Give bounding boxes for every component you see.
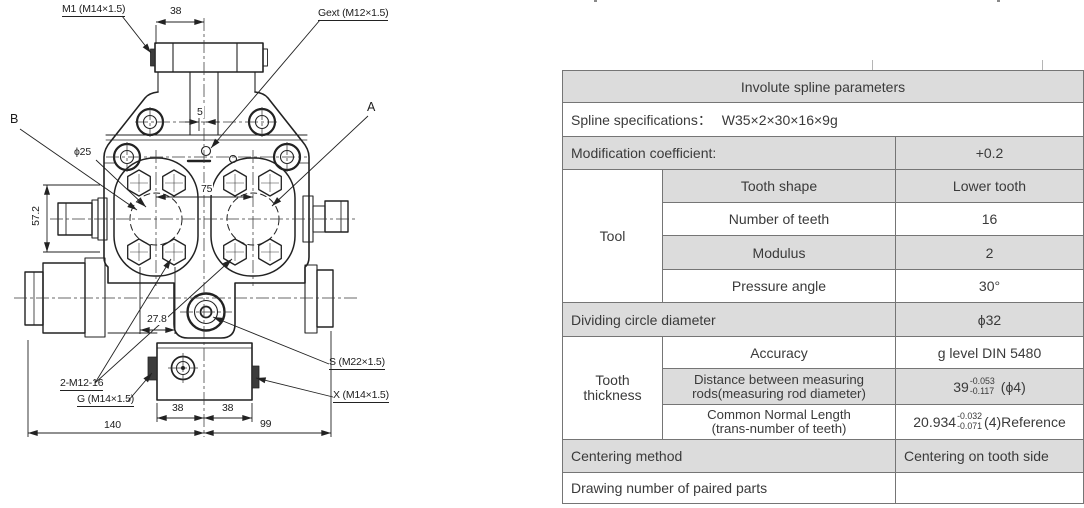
g-port-tab [147, 356, 158, 381]
centering-label: Centering method [562, 439, 896, 473]
dim-top-width: 38 [170, 5, 182, 17]
paired-parts-value [894, 472, 1084, 504]
measuring-rods-value: 39 -0.053 -0.117 (ϕ4) [894, 368, 1084, 405]
centerlines [14, 18, 358, 437]
m1-port-tab [150, 48, 156, 67]
table-row-accuracy: Tooth thickness Accuracy g level DIN 548… [562, 336, 1084, 440]
modulus-label: Modulus [662, 235, 896, 270]
paired-parts-label: Drawing number of paired parts [562, 472, 896, 504]
tooth-shape-value: Lower tooth [894, 169, 1084, 203]
tooth-thickness-line2: thickness [583, 387, 642, 403]
num-teeth-label: Number of teeth [662, 202, 896, 236]
table-row-common-normal: Common Normal Length (trans-number of te… [563, 404, 1084, 440]
tooth-thickness-group-label: Tooth thickness [562, 336, 663, 440]
label-note-2m12: 2-M12-16 [60, 377, 104, 392]
tooth-thickness-line1: Tooth [595, 372, 630, 389]
label-port-m1: M1 (M14×1.5) [62, 3, 125, 18]
dim-bottom-left-38: 38 [172, 402, 184, 414]
table-title: Involute spline parameters [561, 70, 1084, 103]
table-row-dividing-circle: Dividing circle diameter ϕ32 [562, 302, 1084, 337]
label-view-a: A [367, 100, 376, 114]
table-row-title: Involute spline parameters [561, 70, 1084, 103]
involute-spline-table: Involute spline parameters Spline specif… [561, 70, 1084, 504]
common-normal-value: 20.934 -0.032 -0.071 (4)Reference [894, 404, 1084, 440]
measuring-rods-label: Distance between measuring rods(measurin… [662, 368, 896, 405]
dim-phi25: ϕ25 [74, 146, 91, 158]
pressure-angle-label: Pressure angle [662, 269, 896, 303]
x-port-tab [251, 365, 260, 389]
tool-group-label: Tool [562, 169, 663, 303]
label-view-b: B [10, 112, 19, 126]
cnl-value-main: 20.934 [913, 414, 957, 430]
spline-spec-cell: Spline specifications： W35×2×30×16×9g [561, 102, 1084, 137]
technical-drawing-svg [14, 15, 369, 437]
cnl-value-suffix: (4)Reference [984, 414, 1066, 430]
pump-technical-drawing: M1 (M14×1.5) 38 Gext (M12×1.5) B A ϕ25 5… [10, 3, 389, 437]
table-row-measuring-rods: Distance between measuring rods(measurin… [563, 368, 1084, 405]
table-row-spline-spec: Spline specifications： W35×2×30×16×9g [561, 102, 1084, 137]
crop-fragment-line [1042, 60, 1043, 70]
dividing-circle-value: ϕ32 [894, 302, 1084, 337]
centering-value: Centering on tooth side [894, 439, 1084, 473]
lower-left-port [24, 257, 106, 338]
cnl-label-line2: (trans-number of teeth) [711, 421, 847, 436]
label-port-g: G (M14×1.5) [77, 393, 134, 408]
cnl-tol-down: -0.071 [957, 421, 983, 431]
bottom-flange [147, 342, 260, 401]
crop-fragment [594, 0, 597, 2]
dim-offset-278: 27.8 [146, 313, 168, 326]
gext-port-hole [200, 145, 212, 157]
crop-fragment-line [872, 60, 873, 70]
dim-bore-spacing-75: 75 [200, 183, 214, 196]
rods-tol-up: -0.053 [969, 375, 995, 386]
rods-tol-down: -0.117 [969, 385, 995, 396]
dim-bottom-right-38: 38 [222, 402, 234, 414]
cnl-tol-up: -0.032 [957, 411, 983, 422]
modification-value: +0.2 [894, 136, 1084, 170]
table-row-num-teeth: Number of teeth 16 [563, 202, 1084, 236]
lower-right-port [304, 264, 334, 334]
common-normal-label: Common Normal Length (trans-number of te… [662, 404, 896, 440]
dim-overall-140: 140 [104, 419, 121, 431]
crop-fragment [997, 0, 1000, 2]
num-teeth-value: 16 [894, 202, 1084, 236]
pressure-angle-value: 30° [894, 269, 1084, 303]
body-geometry [24, 42, 349, 401]
modulus-value: 2 [894, 235, 1084, 270]
table-row-modulus: Modulus 2 [563, 235, 1084, 270]
table-row-centering: Centering method Centering on tooth side [562, 439, 1084, 473]
label-port-gext: Gext (M12×1.5) [318, 7, 389, 22]
dim-height-572: 57.2 [29, 206, 42, 226]
accuracy-value: g level DIN 5480 [894, 336, 1084, 369]
dim-offset-5: 5 [196, 106, 204, 119]
accuracy-label: Accuracy [662, 336, 896, 369]
dim-overall-99: 99 [260, 418, 272, 430]
table-row-modification: Modification coefficient: +0.2 [562, 136, 1084, 170]
spline-spec-label: Spline specifications： [571, 111, 712, 128]
tooth-shape-label: Tooth shape [662, 169, 896, 203]
hex-centermarks [130, 174, 279, 261]
leader-lines [19, 15, 369, 402]
cnl-label-line1: Common Normal Length [707, 407, 851, 423]
label-port-s: S (M22×1.5) [329, 356, 385, 371]
dimension-lines [27, 19, 332, 437]
table-row-paired-parts: Drawing number of paired parts [562, 472, 1084, 504]
spline-spec-value: W35×2×30×16×9g [721, 111, 838, 128]
dividing-circle-label: Dividing circle diameter [562, 302, 896, 337]
rods-label-line2: rods(measuring rod diameter) [692, 385, 866, 401]
rods-value-suffix: (ϕ4) [1000, 378, 1026, 395]
rods-label-line1: Distance between measuring [693, 371, 865, 387]
table-row-tooth-shape: Tool Tooth shape Lower tooth [562, 169, 1084, 303]
table-row-pressure-angle: Pressure angle 30° [563, 269, 1084, 303]
label-port-x: X (M14×1.5) [333, 389, 389, 404]
rods-value-main: 39 [953, 378, 969, 395]
modification-label: Modification coefficient: [562, 136, 896, 170]
